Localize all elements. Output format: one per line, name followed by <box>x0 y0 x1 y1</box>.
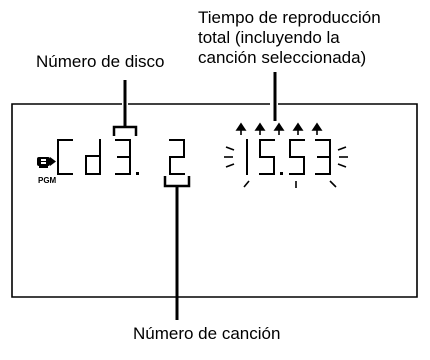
pgm-indicator: PGM <box>38 176 57 185</box>
total-time-callout-line-3: canción seleccionada) <box>198 48 367 67</box>
total-time-callout-line-1: Tiempo de reproducción <box>198 8 381 27</box>
segment-char-c <box>57 139 73 175</box>
disc-number-leader <box>112 80 138 136</box>
segment-char-3 <box>115 139 131 175</box>
segment-char-d <box>85 139 101 175</box>
disc-number-callout: Número de disco <box>36 52 165 71</box>
segment-char-2 <box>169 139 185 175</box>
total-time-callout-line-2: total (incluyendo la <box>198 28 340 47</box>
segment-digits <box>57 139 185 175</box>
segment-decimal-point <box>136 172 139 175</box>
track-number-callout: Número de canción <box>133 324 281 343</box>
total-time-callout: Tiempo de reproducción total (incluyendo… <box>198 8 381 68</box>
flashing-rays <box>224 122 348 188</box>
total-time-readout <box>246 139 331 175</box>
display-panel <box>11 103 418 298</box>
disc-program-icon <box>37 157 56 168</box>
track-number-leader <box>163 176 191 320</box>
